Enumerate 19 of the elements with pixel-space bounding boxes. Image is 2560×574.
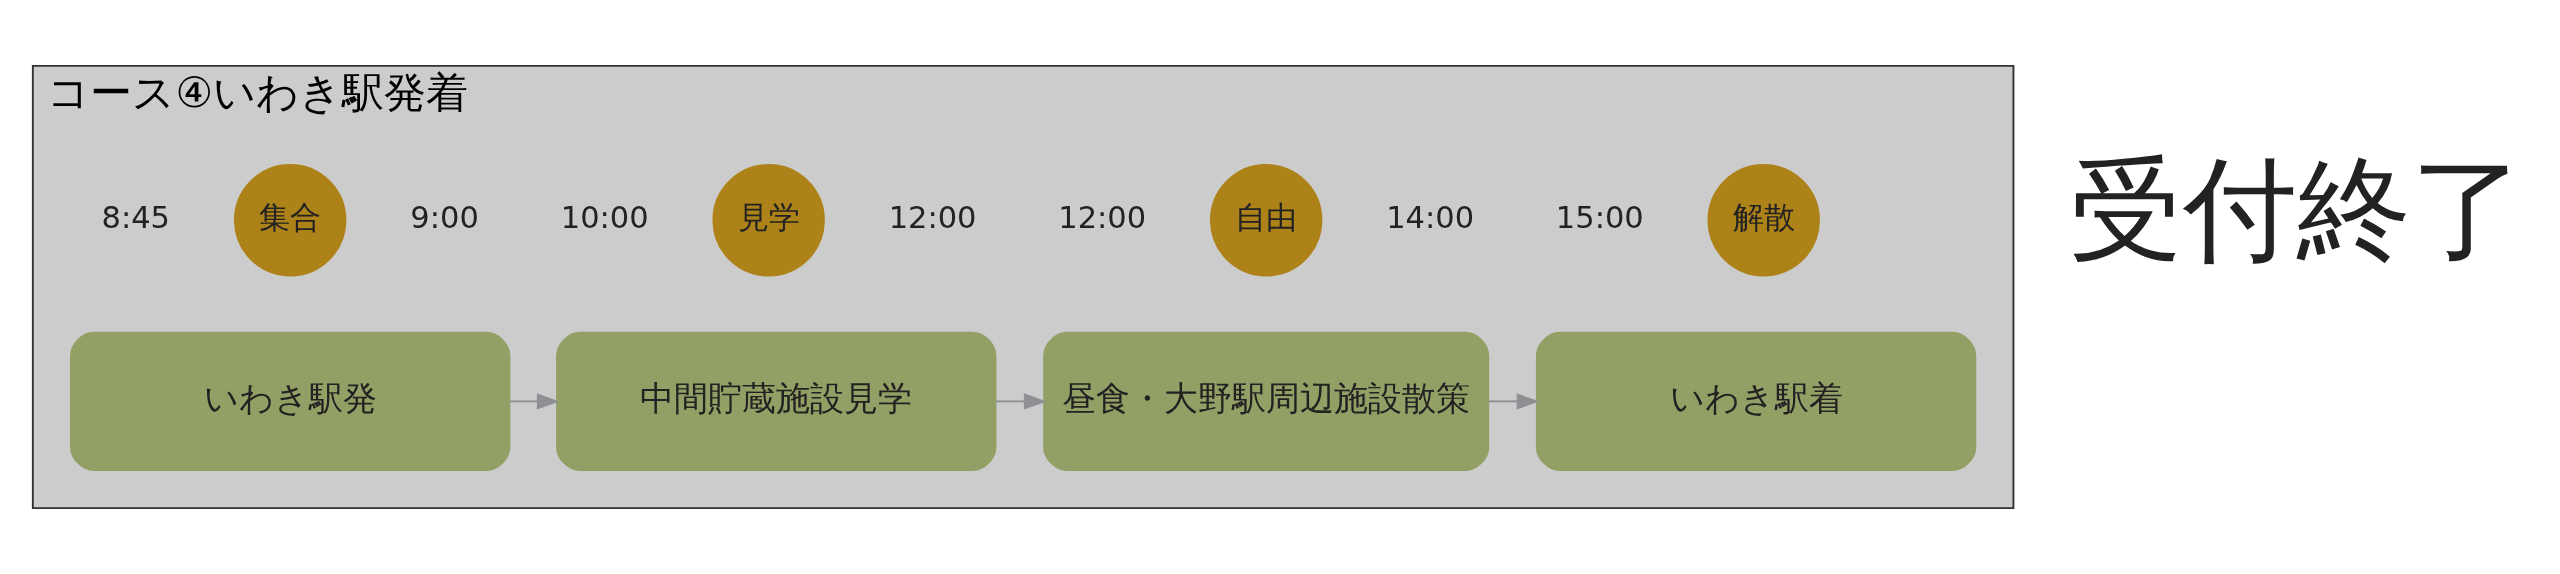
- arrow: [1487, 393, 1540, 410]
- node-circle: 解散: [1707, 164, 1820, 277]
- node-label: 12:00: [1058, 199, 1147, 235]
- node-label: 15:00: [1555, 199, 1644, 235]
- node-label: 12:00: [888, 199, 977, 235]
- arrow: [994, 393, 1047, 410]
- node-circle: 見学: [712, 164, 825, 277]
- node-circle: 自由: [1209, 164, 1323, 277]
- label: 受付終了: [2069, 142, 2526, 276]
- node-box: いわき駅発: [70, 331, 511, 471]
- node-label: 10:00: [560, 199, 649, 235]
- arrow: [508, 393, 560, 410]
- node-box: 中間貯蔵施設見学: [556, 331, 997, 471]
- node-label: 9:00: [410, 199, 479, 235]
- node-box: いわき駅着: [1535, 331, 1977, 471]
- node-label: 14:00: [1386, 199, 1475, 235]
- node-box: 昼食・大野駅周辺施設散策: [1043, 331, 1490, 471]
- node-circle: 集合: [233, 164, 347, 277]
- node-label: 8:45: [101, 199, 171, 235]
